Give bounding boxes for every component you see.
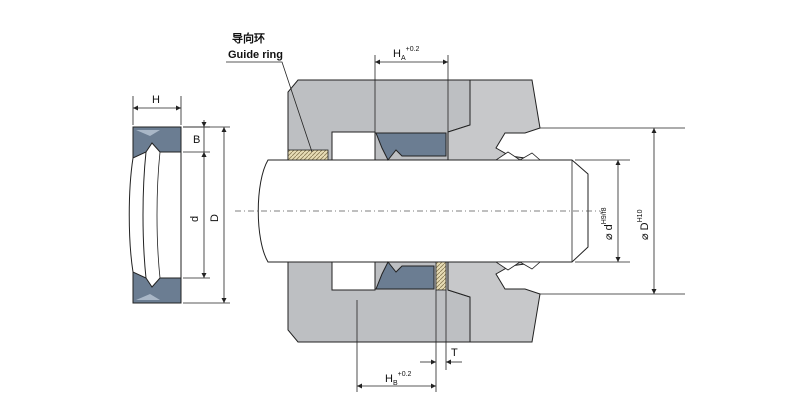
assembly: 导向环 Guide ring HA+0.2 HB+0.2 T ⌀ dH9/f8 [226,31,685,392]
dim-hb-label: HB+0.2 [385,371,412,387]
seal-installed-lower [375,261,435,290]
seal-installed-upper [375,132,447,161]
guide-ring-leader [226,61,313,153]
dim-rod-diameter-label: ⌀ dH9/f8 [601,207,615,240]
guide-ring-label-en: Guide ring [228,49,283,61]
dim-h-label: H [152,94,160,106]
seal-ring-outline [128,151,182,279]
seal-bottom-profile [132,271,182,304]
guide-ring-label-cn: 导向环 [232,31,265,45]
seal-cross-section: H B d D [128,94,230,304]
dim-d-label: d [189,216,201,222]
dim-b-label: B [193,134,200,146]
dim-ha-label: HA+0.2 [393,46,420,62]
piston-rod [257,159,589,263]
dim-bore-diameter-label: ⌀ DH10 [637,209,651,240]
dim-t-label: T [451,347,458,359]
guide-ring-lower [435,261,447,291]
seal-top-profile [132,126,182,159]
housing-upper-right [447,79,541,161]
dim-big-d-label: D [209,214,221,222]
guide-ring-upper [287,149,329,161]
